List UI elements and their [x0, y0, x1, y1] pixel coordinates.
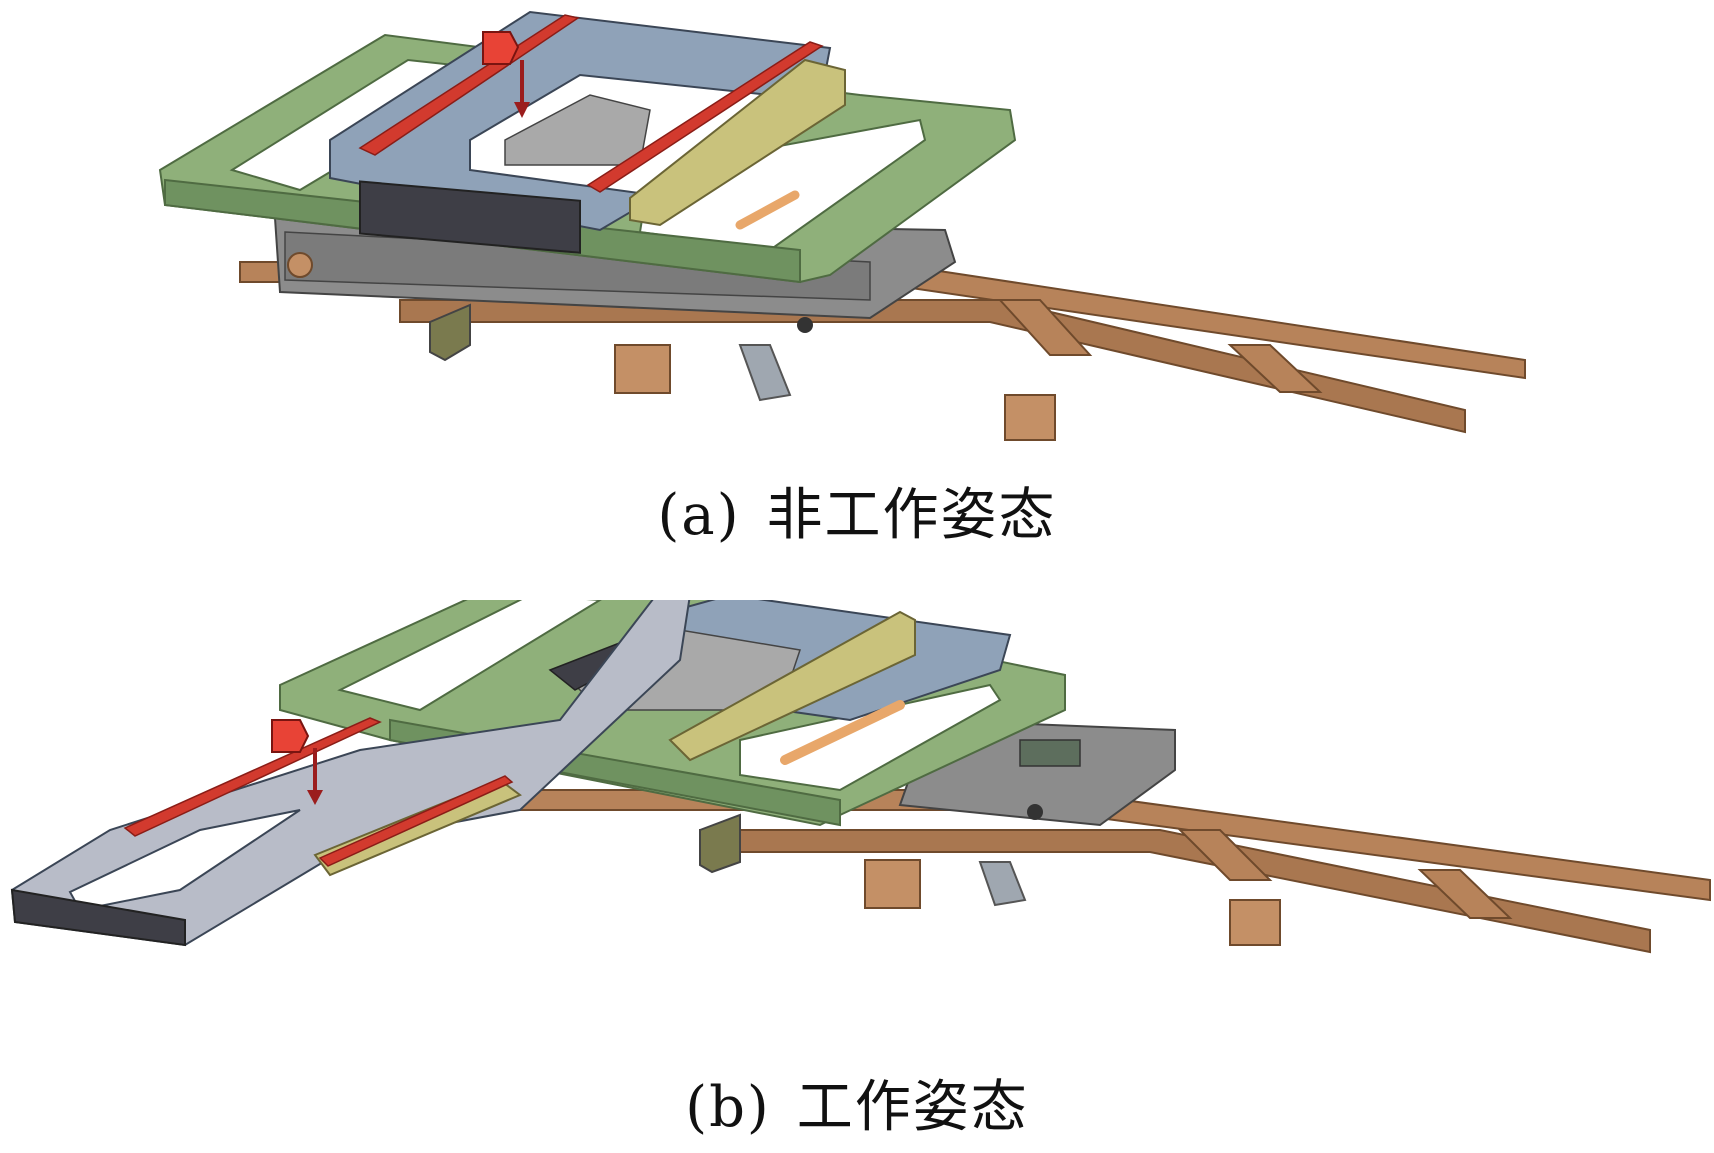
telescopic-arm [10, 600, 691, 947]
caption-b: (b) 工作姿态 [0, 1062, 1714, 1143]
panel-non-working-posture [0, 0, 1714, 500]
caption-a-tag: (a) [657, 483, 741, 548]
render-a [158, 10, 1526, 441]
panel-working-posture [0, 600, 1714, 1070]
support-legs [429, 303, 792, 402]
caption-b-label: 工作姿态 [796, 1075, 1029, 1140]
red-pentagon-marker-icon [482, 31, 520, 65]
render-b [10, 600, 1711, 954]
load-marker-a [482, 31, 530, 118]
yellow-beam [668, 610, 916, 762]
red-strips [123, 717, 514, 867]
caption-a: (a) 非工作姿态 [0, 470, 1714, 551]
hydraulic-cylinder [780, 700, 905, 765]
hydraulic-cylinder [735, 190, 800, 230]
support-legs [699, 813, 1027, 907]
steel-carriage [329, 10, 832, 254]
caption-a-label: 非工作姿态 [766, 483, 1057, 548]
red-pentagon-marker-icon [271, 719, 310, 753]
load-marker-b [271, 719, 323, 805]
yellow-beam [629, 58, 846, 227]
caption-b-tag: (b) [685, 1075, 771, 1140]
